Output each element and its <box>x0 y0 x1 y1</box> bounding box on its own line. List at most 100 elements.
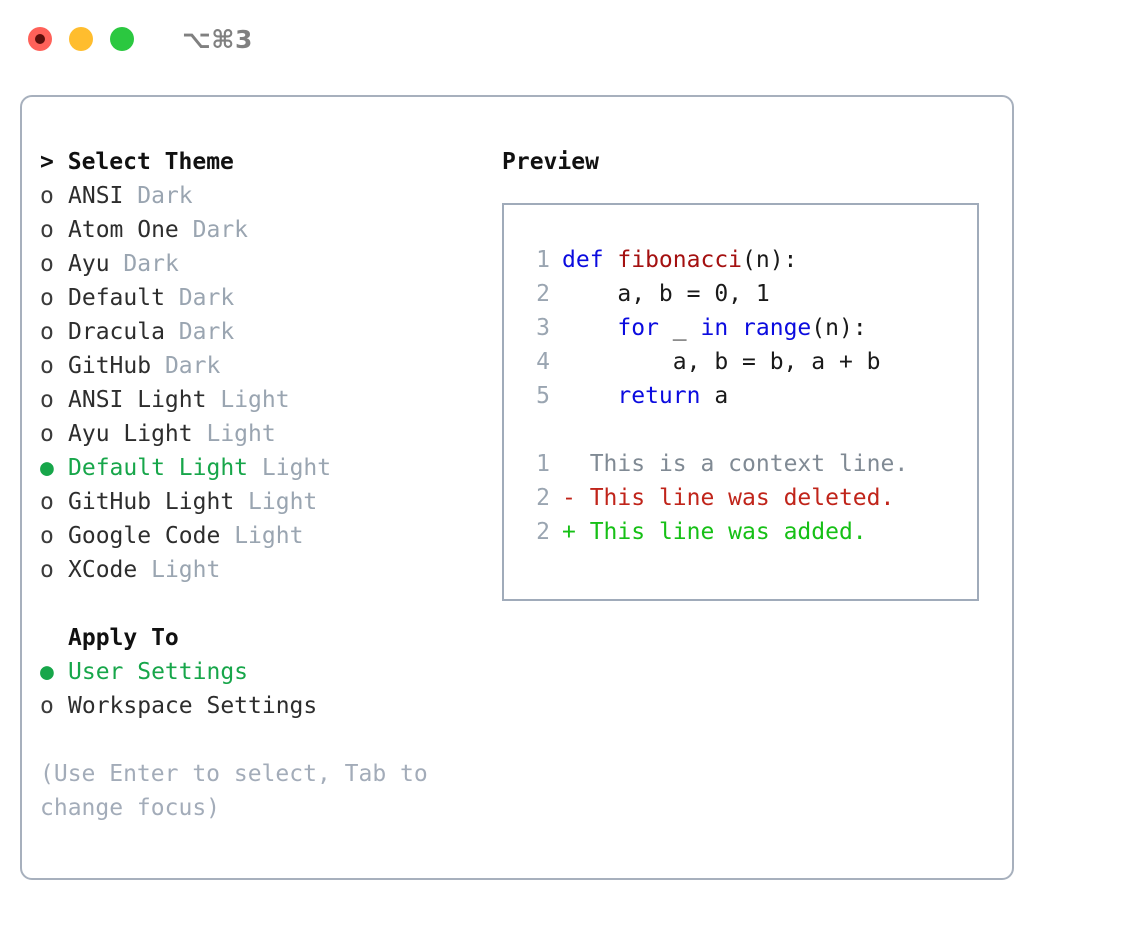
window-shortcut-label: ⌥⌘3 <box>182 24 253 54</box>
code-token-plain: a, b = 0, 1 <box>562 281 770 307</box>
radio-unselected-icon: o <box>40 421 54 447</box>
theme-option-default[interactable]: o Default Dark <box>40 281 492 315</box>
theme-option-badge: Light <box>248 489 318 515</box>
code-token-fn: fibonacci <box>617 247 743 273</box>
apply-to-option-label: Workspace Settings <box>68 693 318 719</box>
line-number: 5 <box>536 383 550 409</box>
theme-option-badge: Light <box>234 523 304 549</box>
minimize-button[interactable] <box>69 27 93 51</box>
apply-to-option-user-settings[interactable]: ●User Settings <box>40 655 492 689</box>
diff-line-text-context: This is a context line. <box>562 447 909 481</box>
code-line-text: for _ in range(n): <box>562 311 867 345</box>
radio-unselected-icon: o <box>40 387 54 413</box>
theme-option-badge: Light <box>220 387 290 413</box>
theme-option-label: XCode <box>68 557 138 583</box>
theme-option-ansi[interactable]: o ANSI Dark <box>40 179 492 213</box>
code-line: 5 return a <box>504 379 977 413</box>
theme-option-label: Default Light <box>68 455 249 481</box>
page-title-text: Select Theme <box>67 149 234 175</box>
radio-unselected-icon: o <box>40 353 54 379</box>
code-token-plain: a, b = b, a + b <box>562 349 881 375</box>
code-token-kw: for <box>617 315 659 341</box>
theme-option-github[interactable]: o GitHub Dark <box>40 349 492 383</box>
code-line: 2 a, b = 0, 1 <box>504 277 977 311</box>
theme-option-label: Ayu <box>68 251 110 277</box>
theme-option-ayu-light[interactable]: o Ayu Light Light <box>40 417 492 451</box>
diff-line-text-add: + This line was added. <box>562 515 867 549</box>
theme-option-badge: Light <box>261 455 332 481</box>
line-number: 2 <box>536 519 550 545</box>
code-token-kw: range <box>742 315 812 341</box>
radio-unselected-icon: o <box>40 183 54 209</box>
diff-sign: - <box>562 485 576 511</box>
code-line-text: return a <box>562 379 728 413</box>
theme-option-label: GitHub <box>68 353 152 379</box>
line-number: 2 <box>536 281 550 307</box>
keyboard-hint: (Use Enter to select, Tab to change focu… <box>40 761 442 821</box>
theme-option-default-light[interactable]: ● Default Light Light <box>40 451 492 485</box>
theme-option-label: Ayu Light <box>68 421 193 447</box>
code-token-plain: _ <box>658 315 701 341</box>
code-line-text: def fibonacci(n): <box>562 243 797 277</box>
theme-option-badge: Light <box>151 557 221 583</box>
code-token-kw: def <box>562 247 618 273</box>
close-button[interactable] <box>28 27 52 51</box>
radio-unselected-icon: o <box>40 489 54 515</box>
prompt-caret-icon: > <box>40 149 54 175</box>
theme-option-label: Dracula <box>68 319 165 345</box>
radio-unselected-icon: o <box>40 557 54 583</box>
theme-option-badge: Dark <box>178 319 235 345</box>
maximize-button[interactable] <box>110 27 134 51</box>
theme-option-ayu[interactable]: o Ayu Dark <box>40 247 492 281</box>
preview-heading: Preview <box>502 149 599 175</box>
theme-option-dracula[interactable]: o Dracula Dark <box>40 315 492 349</box>
theme-option-badge: Dark <box>164 353 221 379</box>
theme-option-badge: Dark <box>123 251 179 277</box>
line-number: 2 <box>536 485 550 511</box>
code-line: 4 a, b = b, a + b <box>504 345 977 379</box>
theme-option-badge: Dark <box>192 217 249 243</box>
diff-text: This line was added. <box>575 519 867 545</box>
code-token-plain: a <box>700 383 729 409</box>
code-line-text: a, b = b, a + b <box>562 345 881 379</box>
diff-sample: 1 This is a context line.2- This line wa… <box>504 447 977 549</box>
radio-unselected-icon: o <box>40 285 54 311</box>
line-number: 1 <box>536 451 550 477</box>
theme-option-xcode[interactable]: o XCode Light <box>40 553 492 587</box>
theme-option-badge: Light <box>206 421 276 447</box>
theme-option-badge: Dark <box>137 183 193 209</box>
radio-selected-icon: ● <box>40 659 54 685</box>
code-token-plain: (n): <box>811 315 867 341</box>
code-token-plain <box>728 315 742 341</box>
diff-sign: + <box>562 519 576 545</box>
diff-sign <box>562 451 576 477</box>
line-number: 3 <box>536 315 550 341</box>
diff-line: 1 This is a context line. <box>504 447 977 481</box>
code-token-kw: return <box>617 383 701 409</box>
theme-option-label: Default <box>68 285 165 311</box>
radio-unselected-icon: o <box>40 251 54 277</box>
theme-option-label: Atom One <box>68 217 179 243</box>
theme-option-label: ANSI <box>68 183 124 209</box>
theme-option-badge: Dark <box>178 285 235 311</box>
window-controls <box>28 27 134 51</box>
diff-line: 2- This line was deleted. <box>504 481 977 515</box>
radio-unselected-icon: o <box>40 319 54 345</box>
title-bar: ⌥⌘3 <box>0 0 1140 78</box>
radio-selected-icon: ● <box>40 455 54 481</box>
diff-text: This is a context line. <box>575 451 909 477</box>
line-number: 4 <box>536 349 550 375</box>
